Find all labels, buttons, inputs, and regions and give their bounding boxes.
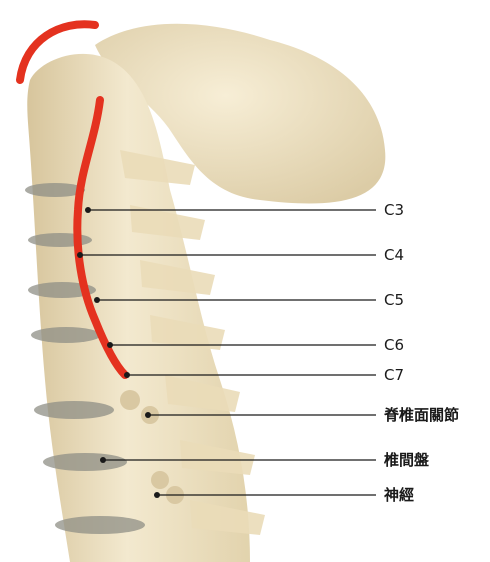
label-c4: C4	[384, 246, 404, 264]
label-intervertebral-disc: 椎間盤	[384, 451, 429, 469]
label-c6: C6	[384, 336, 404, 354]
label-c7: C7	[384, 366, 404, 384]
label-c5: C5	[384, 291, 404, 309]
label-nerve: 神經	[384, 486, 414, 504]
label-c3: C3	[384, 201, 404, 219]
label-facet-joint: 脊椎面關節	[384, 406, 459, 424]
